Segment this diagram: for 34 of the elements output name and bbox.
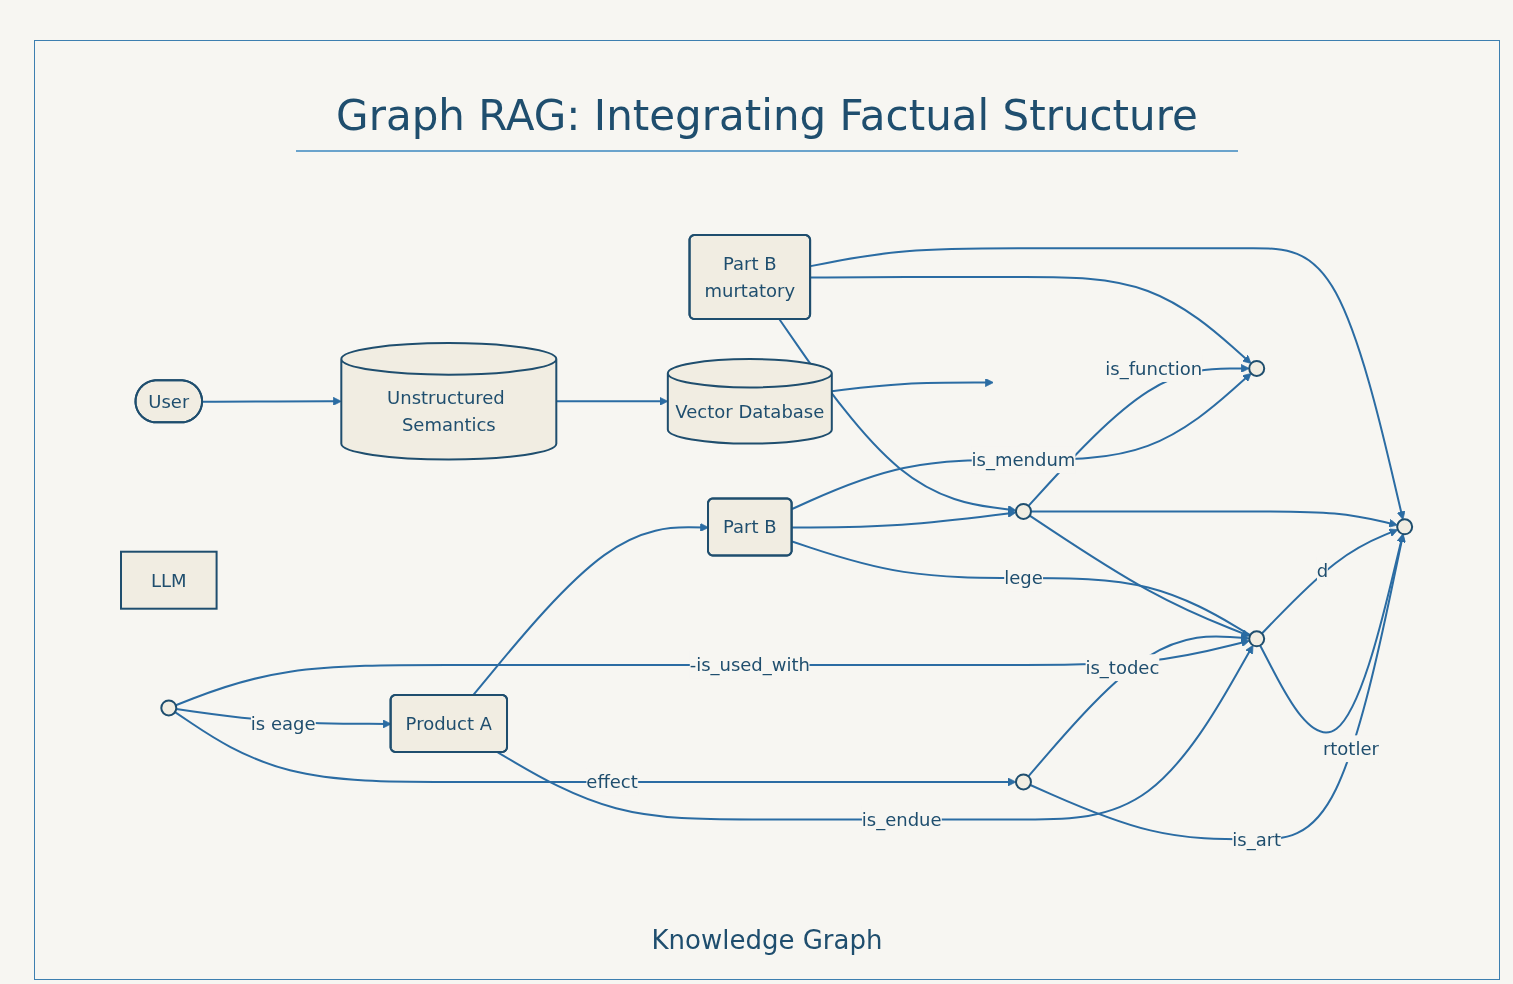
diagram-title: Graph RAG: Integrating Factual Structure xyxy=(296,91,1238,152)
edge-label: is_endue xyxy=(862,808,942,830)
node-circle xyxy=(1396,517,1414,535)
arrow xyxy=(174,710,1017,786)
arrow xyxy=(1029,533,1407,840)
arrow xyxy=(1029,514,1251,637)
arrow xyxy=(810,275,1252,364)
edge-label: lege xyxy=(1004,566,1044,588)
graph-caption: Knowledge Graph xyxy=(651,925,883,955)
edge-label: effect xyxy=(586,770,639,792)
arrow xyxy=(778,318,1017,514)
node-box: LLM xyxy=(120,550,218,610)
edge-label: is_function xyxy=(1105,357,1203,379)
edge-label: is eage xyxy=(251,712,316,734)
node-circle xyxy=(1015,502,1033,520)
arrow xyxy=(1027,632,1251,777)
arrow xyxy=(831,377,995,392)
node-circle xyxy=(160,698,178,716)
node-circle xyxy=(1248,359,1266,377)
node-circle xyxy=(1015,772,1033,790)
edge-label: is_art xyxy=(1232,828,1282,850)
arrow xyxy=(497,644,1254,820)
arrow xyxy=(810,246,1406,520)
arrow xyxy=(1030,509,1399,528)
edge-label: d xyxy=(1317,559,1329,581)
node-circle xyxy=(1248,629,1266,647)
edge-label: rtotler xyxy=(1323,737,1380,759)
edge-label: is_mendum xyxy=(972,448,1076,470)
arrow xyxy=(175,637,1251,706)
edge-label: -is_used_with xyxy=(690,653,811,675)
edge-label: is_todec xyxy=(1085,656,1160,678)
arrow xyxy=(1261,528,1399,634)
arrow xyxy=(555,396,669,406)
arrow xyxy=(1259,533,1406,733)
